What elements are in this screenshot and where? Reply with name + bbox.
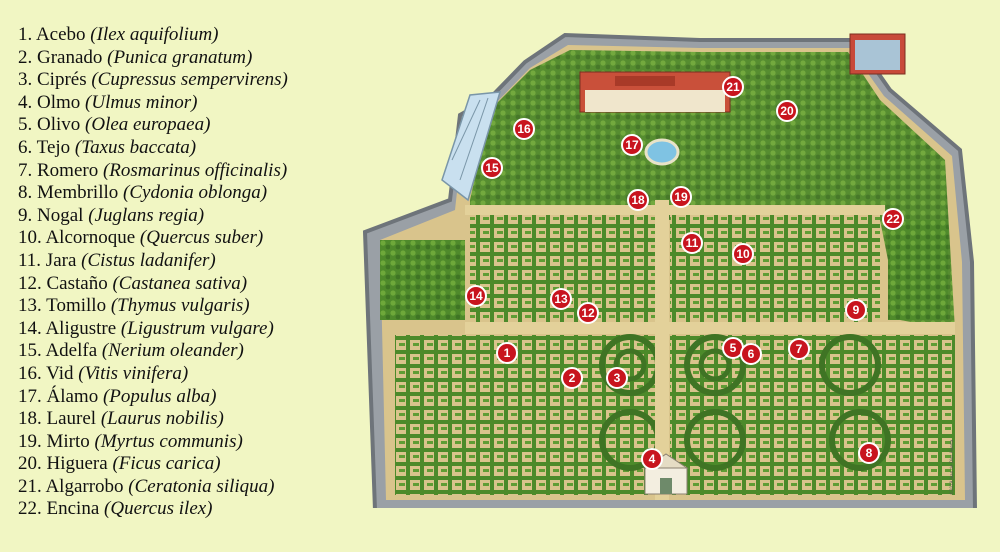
svg-text:19: 19 — [674, 190, 688, 204]
legend-item: 7. Romero (Rosmarinus officinalis) — [18, 159, 288, 181]
marker-14[interactable]: 14 — [465, 285, 487, 307]
legend-item: 22. Encina (Quercus ilex) — [18, 498, 213, 520]
svg-text:1: 1 — [504, 346, 511, 360]
office-building — [849, 33, 906, 75]
svg-text:4: 4 — [649, 452, 656, 466]
svg-text:18: 18 — [631, 193, 645, 207]
map-markers: 1 2 3 4 5 6 7 8 9 10 11 12 13 14 15 16 1… — [465, 76, 904, 470]
legend-item: 13. Tomillo (Thymus vulgaris) — [18, 295, 250, 317]
marker-5[interactable]: 5 — [722, 337, 744, 359]
legend-item: 14. Aligustre (Ligustrum vulgare) — [18, 317, 274, 339]
species-legend: 1. Acebo (Ilex aquifolium) 2. Granado (P… — [18, 24, 288, 521]
svg-text:7: 7 — [796, 342, 803, 356]
legend-item: 21. Algarrobo (Ceratonia siliqua) — [18, 475, 275, 497]
marker-9[interactable]: 9 — [845, 299, 867, 321]
svg-text:15: 15 — [485, 161, 499, 175]
svg-text:8: 8 — [866, 446, 873, 460]
marker-7[interactable]: 7 — [788, 338, 810, 360]
legend-item: 19. Mirto (Myrtus communis) — [18, 430, 243, 452]
svg-text:9: 9 — [853, 303, 860, 317]
palace-building — [579, 71, 731, 113]
marker-21[interactable]: 21 — [722, 76, 744, 98]
pond — [644, 138, 680, 166]
marker-13[interactable]: 13 — [550, 288, 572, 310]
marker-3[interactable]: 3 — [606, 367, 628, 389]
svg-text:12: 12 — [581, 306, 595, 320]
legend-item: 2. Granado (Punica granatum) — [18, 46, 253, 68]
svg-text:6: 6 — [748, 347, 755, 361]
marker-20[interactable]: 20 — [776, 100, 798, 122]
walkways — [465, 200, 955, 500]
map-credit: ©2019 Juan de Dios Huerta — [949, 439, 954, 495]
svg-text:13: 13 — [554, 292, 568, 306]
svg-text:14: 14 — [469, 289, 483, 303]
svg-text:3: 3 — [614, 371, 621, 385]
hedge-parterre — [380, 212, 955, 495]
legend-item: 6. Tejo (Taxus baccata) — [18, 136, 197, 158]
marker-17[interactable]: 17 — [621, 134, 643, 156]
svg-text:22: 22 — [886, 212, 900, 226]
marker-6[interactable]: 6 — [740, 343, 762, 365]
legend-item: 5. Olivo (Olea europaea) — [18, 114, 211, 136]
svg-text:21: 21 — [726, 80, 740, 94]
legend-item: 12. Castaño (Castanea sativa) — [18, 272, 248, 294]
legend-item: 11. Jara (Cistus ladanifer) — [18, 249, 216, 271]
marker-22[interactable]: 22 — [882, 208, 904, 230]
marker-2[interactable]: 2 — [561, 367, 583, 389]
marker-18[interactable]: 18 — [627, 189, 649, 211]
marker-16[interactable]: 16 — [513, 118, 535, 140]
marker-12[interactable]: 12 — [577, 302, 599, 324]
legend-item: 20. Higuera (Ficus carica) — [18, 453, 221, 475]
legend-item: 15. Adelfa (Nerium oleander) — [18, 340, 244, 362]
greenhouse — [441, 91, 502, 202]
garden-map: 1 2 3 4 5 6 7 8 9 10 11 12 13 14 15 16 1… — [362, 32, 977, 508]
marker-1[interactable]: 1 — [496, 342, 518, 364]
legend-item: 10. Alcornoque (Quercus suber) — [18, 227, 264, 249]
svg-text:16: 16 — [517, 122, 531, 136]
legend-item: 3. Ciprés (Cupressus sempervirens) — [18, 69, 288, 91]
svg-text:2: 2 — [569, 371, 576, 385]
marker-8[interactable]: 8 — [858, 442, 880, 464]
legend-item: 16. Vid (Vitis vinifera) — [18, 362, 189, 384]
marker-4[interactable]: 4 — [641, 448, 663, 470]
svg-text:5: 5 — [730, 341, 737, 355]
legend-item: 4. Olmo (Ulmus minor) — [18, 91, 198, 113]
legend-item: 17. Álamo (Populus alba) — [18, 385, 217, 407]
marker-15[interactable]: 15 — [481, 157, 503, 179]
legend-item: 9. Nogal (Juglans regia) — [18, 204, 205, 226]
svg-text:11: 11 — [686, 236, 699, 250]
svg-text:17: 17 — [625, 138, 639, 152]
legend-item: 8. Membrillo (Cydonia oblonga) — [18, 182, 268, 204]
svg-text:20: 20 — [780, 104, 794, 118]
legend-item: 18. Laurel (Laurus nobilis) — [18, 408, 224, 430]
marker-10[interactable]: 10 — [732, 243, 754, 265]
tree-canopy — [470, 50, 955, 330]
marker-19[interactable]: 19 — [670, 186, 692, 208]
legend-item: 1. Acebo (Ilex aquifolium) — [18, 24, 219, 45]
svg-text:10: 10 — [736, 247, 750, 261]
entrance-gate — [643, 453, 689, 495]
marker-11[interactable]: 11 — [681, 232, 703, 254]
